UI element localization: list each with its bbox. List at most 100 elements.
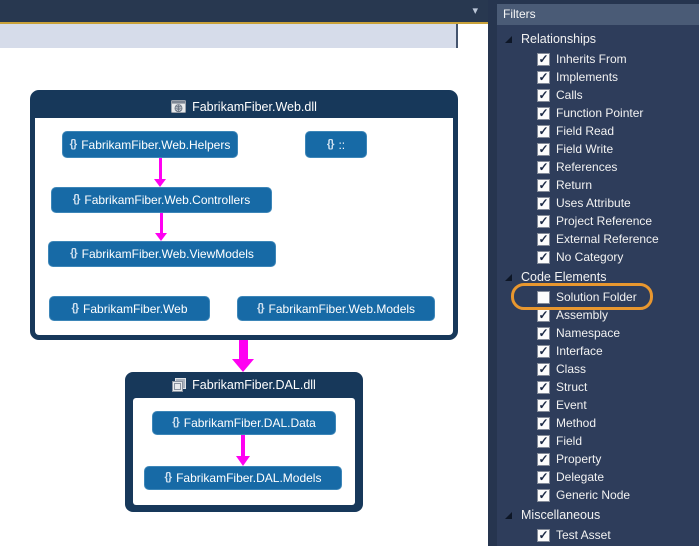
checkbox-checked-icon[interactable]: ✓: [537, 397, 550, 412]
filter-item-label: Field: [556, 434, 583, 448]
checkbox-checked-icon[interactable]: ✓: [537, 487, 550, 502]
node-label: FabrikamFiber.Web.Controllers: [84, 193, 251, 207]
checkbox-checked-icon[interactable]: ✓: [537, 343, 550, 358]
filter-item-label: Generic Node: [556, 488, 631, 502]
filter-item-method[interactable]: ✓ Method: [497, 414, 699, 432]
namespace-icon: {}: [326, 137, 335, 150]
filter-item-field-read[interactable]: ✓ Field Read: [497, 122, 699, 140]
edge-helpers-to-controllers[interactable]: [159, 158, 162, 180]
filter-item-delegate[interactable]: ✓Delegate: [497, 468, 699, 486]
checkbox-checked-icon[interactable]: ✓: [537, 231, 550, 246]
filter-item-solution-folder[interactable]: Solution Folder: [497, 288, 699, 306]
assembly-group-dal-header[interactable]: FabrikamFiber.DAL.dll: [125, 372, 363, 398]
namespace-icon: {}: [71, 301, 79, 314]
expander-triangle-icon[interactable]: [505, 35, 512, 43]
filters-panel-titlebar[interactable]: Filters: [497, 4, 699, 25]
checkbox-checked-icon[interactable]: ✓: [537, 195, 550, 210]
checkbox-checked-icon[interactable]: ✓: [537, 469, 550, 484]
checkbox-checked-icon[interactable]: ✓: [537, 87, 550, 102]
filter-item-no-category[interactable]: ✓No Category: [497, 248, 699, 266]
filter-section-miscellaneous[interactable]: Miscellaneous: [497, 504, 699, 526]
checkbox-checked-icon[interactable]: ✓: [537, 141, 550, 156]
expander-triangle-icon[interactable]: [505, 511, 512, 519]
filter-item-label: Namespace: [556, 326, 621, 340]
filter-item-label: Class: [556, 362, 587, 376]
checkbox-checked-icon[interactable]: ✓: [537, 361, 550, 376]
web-application-icon: [171, 100, 187, 113]
node-fabrikamfiber-web[interactable]: {} FabrikamFiber.Web: [49, 296, 210, 321]
checkbox-checked-icon[interactable]: ✓: [537, 307, 550, 322]
filter-item-uses-attribute[interactable]: ✓ Uses Attribute: [497, 194, 699, 212]
filter-item-label: Return: [556, 178, 593, 192]
filter-item-assembly[interactable]: ✓Assembly: [497, 306, 699, 324]
checkbox-checked-icon[interactable]: ✓: [537, 451, 550, 466]
checkbox-checked-icon[interactable]: ✓: [537, 213, 550, 228]
arrowhead-icon: [154, 179, 166, 187]
filter-item-property[interactable]: ✓Property: [497, 450, 699, 468]
chevron-down-icon[interactable]: ▾: [472, 5, 478, 17]
checkbox-checked-icon[interactable]: ✓: [537, 433, 550, 448]
checkbox-unchecked-icon[interactable]: [537, 290, 550, 304]
filter-section-code-elements[interactable]: Code Elements: [497, 266, 699, 288]
filter-item-label: Calls: [556, 88, 583, 102]
filter-item-field[interactable]: ✓ Field: [497, 432, 699, 450]
checkbox-checked-icon[interactable]: ✓: [537, 249, 550, 264]
checkbox-checked-icon[interactable]: ✓: [537, 159, 550, 174]
checkbox-checked-icon[interactable]: ✓: [537, 415, 550, 430]
filter-item-class[interactable]: ✓ Class: [497, 360, 699, 378]
expander-triangle-icon[interactable]: [505, 273, 512, 281]
filter-item-project-reference[interactable]: ✓Project Reference: [497, 212, 699, 230]
edge-controllers-to-viewmodels[interactable]: [160, 213, 163, 234]
checkbox-checked-icon[interactable]: ✓: [537, 105, 550, 120]
checkbox-checked-icon[interactable]: ✓: [537, 69, 550, 84]
filter-item-label: Uses Attribute: [556, 196, 631, 210]
node-label: FabrikamFiber.Web.Helpers: [81, 137, 231, 152]
document-toolbar-strip: [0, 24, 458, 48]
checkbox-checked-icon[interactable]: ✓: [537, 177, 550, 192]
filter-item-calls[interactable]: ✓ Calls: [497, 86, 699, 104]
filter-item-inherits-from[interactable]: ✓ Inherits From: [497, 50, 699, 68]
filter-item-return[interactable]: ✓ Return: [497, 176, 699, 194]
node-fabrikamfiber-dal-data[interactable]: {} FabrikamFiber.DAL.Data: [152, 411, 336, 435]
checkbox-checked-icon[interactable]: ✓: [537, 379, 550, 394]
node-fabrikamfiber-web-helpers[interactable]: {} FabrikamFiber.Web.Helpers: [62, 131, 238, 158]
filter-item-label: Inherits From: [556, 52, 627, 66]
filter-section-relationships[interactable]: Relationships: [497, 28, 699, 50]
filter-item-label: Field Read: [556, 124, 615, 138]
node-fabrikamfiber-web-models[interactable]: {} FabrikamFiber.Web.Models: [237, 296, 435, 321]
checkbox-checked-icon[interactable]: ✓: [537, 51, 550, 66]
filter-item-label: Struct: [556, 380, 588, 394]
node-label: FabrikamFiber.Web.ViewModels: [81, 247, 254, 261]
node-global-namespace[interactable]: {} ::: [305, 131, 367, 158]
node-fabrikamfiber-dal-models[interactable]: {} FabrikamFiber.DAL.Models: [144, 466, 342, 490]
filter-item-event[interactable]: ✓ Event: [497, 396, 699, 414]
checkbox-checked-icon[interactable]: ✓: [537, 527, 550, 542]
node-fabrikamfiber-web-viewmodels[interactable]: {} FabrikamFiber.Web.ViewModels: [48, 241, 276, 267]
filter-item-label: Method: [556, 416, 597, 430]
filter-item-external-reference[interactable]: ✓External Reference: [497, 230, 699, 248]
filter-item-implements[interactable]: ✓Implements: [497, 68, 699, 86]
edge-daldata-to-dalmodels[interactable]: [241, 435, 245, 457]
checkbox-checked-icon[interactable]: ✓: [537, 123, 550, 138]
filters-list: Relationships✓Inherits From✓Implements✓C…: [497, 25, 699, 544]
edge-webdll-to-daldll[interactable]: [239, 340, 248, 361]
filter-item-function-pointer[interactable]: ✓Function Pointer: [497, 104, 699, 122]
namespace-icon: {}: [69, 137, 78, 150]
filter-item-generic-node[interactable]: ✓ Generic Node: [497, 486, 699, 504]
tab-accent-divider: [0, 22, 488, 24]
panel-splitter[interactable]: [488, 0, 497, 546]
filter-item-test-asset[interactable]: ✓Test Asset: [497, 526, 699, 544]
filter-item-field-write[interactable]: ✓Field Write: [497, 140, 699, 158]
filter-item-namespace[interactable]: ✓ Namespace: [497, 324, 699, 342]
assembly-group-web-header[interactable]: FabrikamFiber.Web.dll: [35, 95, 453, 118]
filter-item-label: Event: [556, 398, 587, 412]
filter-item-struct[interactable]: ✓ Struct: [497, 378, 699, 396]
node-label: FabrikamFiber.DAL.Models: [176, 471, 322, 485]
filter-item-label: Solution Folder: [556, 290, 637, 304]
filter-item-references[interactable]: ✓References: [497, 158, 699, 176]
filter-item-label: Interface: [556, 344, 603, 358]
arrowhead-icon: [236, 456, 250, 466]
filter-item-interface[interactable]: ✓ Interface: [497, 342, 699, 360]
node-fabrikamfiber-web-controllers[interactable]: {} FabrikamFiber.Web.Controllers: [51, 187, 272, 213]
checkbox-checked-icon[interactable]: ✓: [537, 325, 550, 340]
